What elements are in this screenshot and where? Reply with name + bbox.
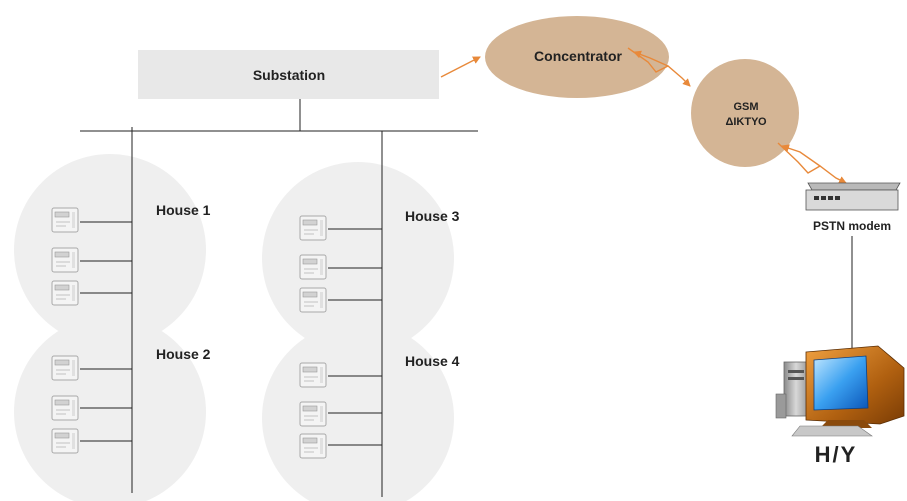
- gsm-network-node: [691, 59, 799, 167]
- house-1-label: House 1: [156, 202, 211, 218]
- house-3-label: House 3: [405, 208, 460, 224]
- house-4-area: [262, 322, 454, 501]
- meter-icon: [51, 247, 79, 273]
- gsm-to-modem-link: [777, 142, 847, 184]
- meter-icon: [299, 254, 327, 280]
- meter-icon: [51, 395, 79, 421]
- gsm-return-arrow: [781, 144, 821, 167]
- concentrator-node: [485, 16, 669, 98]
- meter-icon: [51, 428, 79, 454]
- pstn-modem-icon: [805, 182, 901, 211]
- meter-icon: [51, 280, 79, 306]
- substation-to-concentrator-arrow: [440, 56, 481, 78]
- meter-icon: [299, 401, 327, 427]
- gsm-label: GSM: [733, 101, 758, 113]
- computer-icon: [775, 345, 905, 437]
- concentrator-return-arrow: [633, 50, 669, 67]
- concentrator-label: Concentrator: [534, 48, 622, 64]
- gsm-network-label: ΔΙΚΤΥΟ: [725, 116, 767, 128]
- computer-label: H/Y: [815, 442, 858, 467]
- pstn-modem-label: PSTN modem: [813, 219, 891, 233]
- meter-icon: [299, 287, 327, 313]
- substation-label: Substation: [253, 67, 325, 83]
- meter-icon: [51, 355, 79, 381]
- meter-icon: [299, 433, 327, 459]
- house-4-label: House 4: [405, 353, 460, 369]
- substation-box: [138, 50, 439, 99]
- house-2-label: House 2: [156, 346, 211, 362]
- meter-icon: [51, 207, 79, 233]
- distribution-lines: [80, 99, 478, 497]
- meter-icon: [299, 362, 327, 388]
- meter-icon: [299, 215, 327, 241]
- communication-links: [440, 47, 847, 184]
- concentrator-to-gsm-link: [627, 47, 691, 87]
